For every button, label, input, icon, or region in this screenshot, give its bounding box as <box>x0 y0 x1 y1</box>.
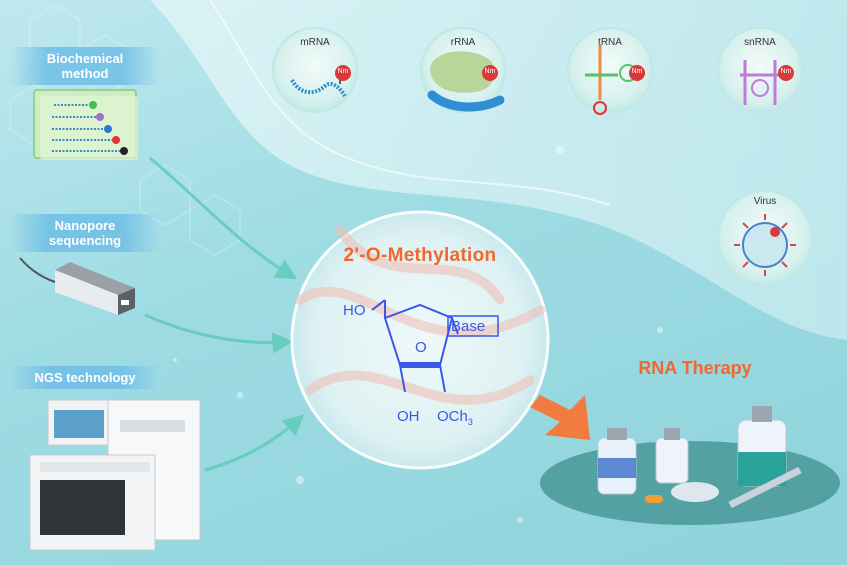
label-trna: tRNA <box>598 37 622 48</box>
bokeh-dots <box>173 146 663 523</box>
label-biochemical-method: Biochemical method <box>10 47 160 85</box>
chem-ring-o: O <box>415 339 427 356</box>
chem-och3-main: OCh <box>437 408 468 425</box>
chem-och3-sub: 3 <box>467 417 473 427</box>
nanopore-device-illustration <box>19 257 135 315</box>
rrna-circle <box>420 27 506 113</box>
label-ngs-technology: NGS technology <box>10 366 160 389</box>
nm-badge-mrna: Nm <box>337 68 349 75</box>
methylation-circle <box>290 210 550 470</box>
label-nanopore-line2: sequencing <box>48 233 122 248</box>
nm-badge-snrna: Nm <box>780 68 792 75</box>
label-biochemical-line2: method <box>61 66 109 81</box>
label-mrna: mRNA <box>300 37 330 48</box>
chem-base: Base <box>451 318 486 335</box>
mrna-circle <box>272 27 358 113</box>
chem-och3: OCh3 <box>437 408 473 427</box>
virus-circle <box>717 190 813 286</box>
label-rrna: rRNA <box>450 37 476 48</box>
gel-plate-illustration <box>33 89 138 160</box>
label-ngs-line1: NGS technology <box>34 370 136 385</box>
snrna-circle <box>717 27 803 113</box>
label-snrna: snRNA <box>744 37 776 48</box>
nm-badge-rrna: Nm <box>484 68 496 75</box>
ngs-sequencer-illustration <box>29 399 201 551</box>
therapy-arrow <box>530 395 590 440</box>
label-rna-therapy: RNA Therapy <box>638 358 752 378</box>
label-biochemical-line1: Biochemical <box>46 51 124 66</box>
center-title: 2'-O-Methylation <box>343 245 497 266</box>
arrow-nanopore <box>144 313 294 354</box>
arrow-biochemical <box>149 156 298 280</box>
arrow-ngs <box>204 414 305 472</box>
chem-ho: HO <box>343 302 366 319</box>
label-nanopore-line1: Nanopore <box>54 218 116 233</box>
label-virus: Virus <box>753 196 777 207</box>
nm-badge-trna: Nm <box>631 68 643 75</box>
label-nanopore-sequencing: Nanopore sequencing <box>10 214 160 252</box>
chem-oh: OH <box>397 408 420 425</box>
trna-circle <box>567 27 653 115</box>
therapy-platform-illustration <box>540 406 840 525</box>
